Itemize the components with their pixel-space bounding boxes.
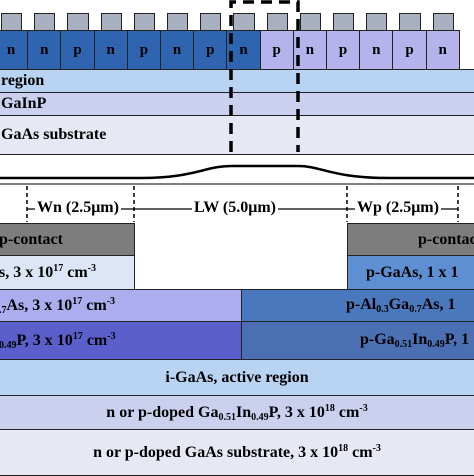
right-algaas-layer: p-Al0.3Ga0.7As, 1 — [241, 289, 474, 322]
top-substrate-layer: GaAs substrate — [0, 115, 474, 155]
left-algaas-layer: .7As, 3 x 1017 cm-3 — [0, 289, 242, 322]
window-layer-label: n or p-doped Ga0.51In0.49P, 3 x 1018 cm-… — [106, 402, 368, 423]
left-p-gaas-layer: s, 3 x 1017 cm-3 — [0, 255, 135, 290]
right-gainp-label: p-Ga0.51In0.49P, 1 — [360, 331, 470, 350]
dim-label-wn: Wn (2.5μm) — [35, 199, 121, 217]
left-p-gaas-label: s, 3 x 1017 cm-3 — [0, 263, 97, 281]
right-algaas-label: p-Al0.3Ga0.7As, 1 — [346, 296, 456, 315]
window-layer: n or p-doped Ga0.51In0.49P, 3 x 1018 cm-… — [0, 395, 474, 430]
top-finger-cell: p — [259, 30, 294, 70]
zoom-box-dashed-outline — [229, 0, 300, 152]
active-region-layer: i-GaAs, active region — [0, 359, 474, 396]
left-gainp-layer: 0.49P, 3 x 1017 cm-3 — [0, 321, 242, 360]
right-p-contact: p-contact — [347, 223, 474, 256]
left-algaas-label: .7As, 3 x 1017 cm-3 — [0, 295, 116, 316]
zoom-outline-graphic — [0, 0, 474, 185]
top-finger-cell: p — [60, 30, 95, 70]
dim-label-wp: Wp (2.5μm) — [355, 199, 441, 217]
active-region-label: i-GaAs, active region — [165, 368, 309, 386]
top-active-region-label: region — [1, 72, 45, 89]
top-finger-cell: n — [93, 30, 128, 70]
top-active-region-layer: region — [0, 69, 474, 93]
substrate-layer-label: n or p-doped GaAs substrate, 3 x 1018 cm… — [93, 443, 381, 461]
right-p-contact-label: p-contact — [418, 230, 474, 248]
left-p-contact: p-contact — [0, 223, 135, 256]
zoom-flare-curve — [0, 164, 474, 180]
left-p-contact-label: p-contact — [0, 230, 63, 248]
dim-label-lw: LW (5.0μm) — [192, 199, 278, 217]
right-gainp-layer: p-Ga0.51In0.49P, 1 — [241, 321, 474, 360]
left-gainp-label: 0.49P, 3 x 1017 cm-3 — [0, 330, 116, 351]
top-finger-cell: n — [425, 30, 460, 70]
right-p-gaas-layer: p-GaAs, 1 x 1 — [347, 255, 474, 290]
top-finger-cell: n — [27, 30, 62, 70]
right-p-gaas-label: p-GaAs, 1 x 1 — [366, 263, 459, 281]
substrate-layer: n or p-doped GaAs substrate, 3 x 1018 cm… — [0, 429, 474, 476]
top-gainp-label: GaInP — [1, 95, 47, 112]
top-substrate-label: GaAs substrate — [1, 126, 107, 143]
top-finger-cell: n — [160, 30, 195, 70]
top-finger-cell: n — [359, 30, 394, 70]
